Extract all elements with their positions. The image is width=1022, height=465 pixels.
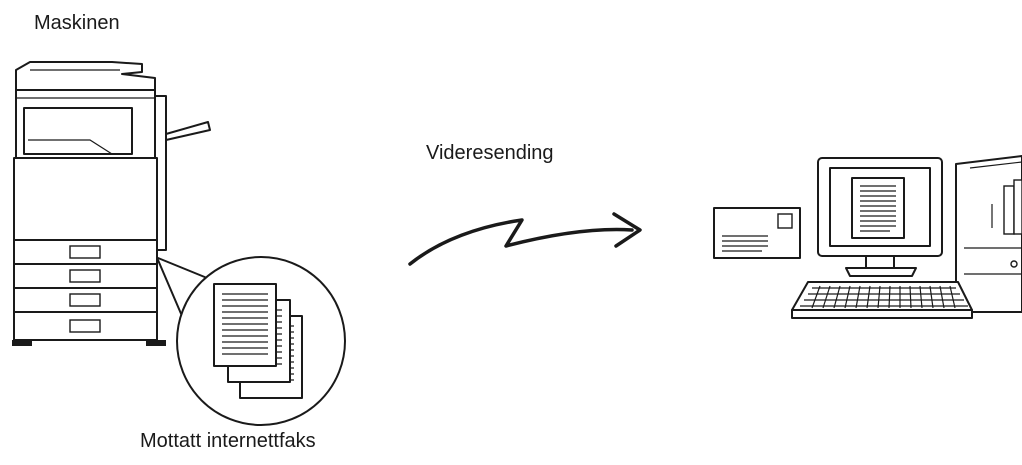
fax-documents-icon (157, 256, 346, 426)
printer-icon (12, 61, 211, 346)
envelope-icon (713, 207, 801, 259)
received-fax-label: Mottatt internettfaks (140, 430, 316, 452)
forwarding-label: Videresending (426, 142, 554, 164)
machine-label: Maskinen (34, 12, 120, 34)
computer-icon (791, 155, 1022, 319)
arrow-icon (408, 212, 642, 266)
